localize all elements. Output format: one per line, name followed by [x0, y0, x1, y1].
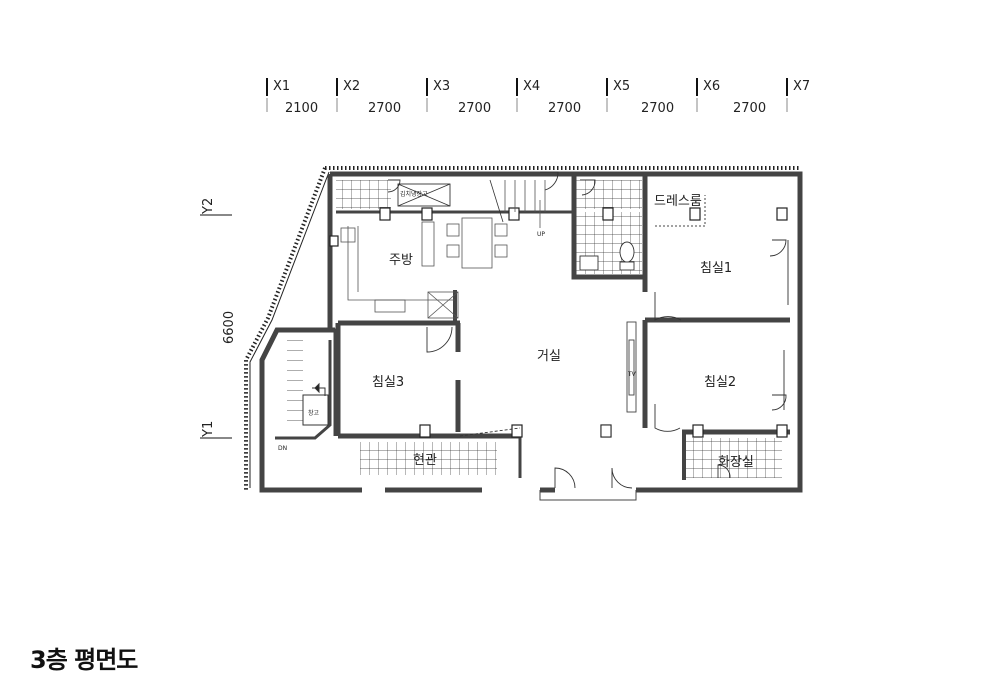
grid-span-x5-x6: 2700 [641, 101, 674, 116]
stair-storage [302, 382, 329, 426]
kimchi-fridge-label: 김치냉장고 [400, 190, 428, 198]
grid-label-x6: X6 [703, 79, 720, 94]
exterior-railing [244, 166, 800, 490]
bathroom-top-fixtures [579, 241, 635, 271]
room-dressroom: 드레스룸 [654, 194, 702, 209]
page-title: 3층 평면도 [30, 646, 138, 674]
room-living: 거실 [537, 349, 561, 364]
entrance-tile [360, 442, 497, 475]
grid-span-x3-x4: 2700 [458, 101, 491, 116]
tv-unit [626, 321, 637, 413]
grid-label-x2: X2 [343, 79, 360, 94]
grid-span-x6-x7: 2700 [733, 101, 766, 116]
tv-label: TV [627, 371, 637, 378]
stair-dn-label: DN [278, 445, 287, 452]
door-swings [387, 171, 787, 489]
room-kitchen: 주방 [389, 253, 413, 268]
grid-x-markers [266, 78, 788, 96]
room-bedroom-3: 침실3 [372, 375, 404, 390]
room-bathroom: 화장실 [718, 455, 754, 470]
stair-up-label: UP [537, 231, 545, 238]
grid-label-x7: X7 [793, 79, 810, 94]
grid-y-markers [200, 214, 232, 439]
kitchen-fixtures [340, 217, 508, 319]
grid-span-x1-x2: 2100 [285, 101, 318, 116]
grid-label-x1: X1 [273, 79, 290, 94]
grid-span-x4-x5: 2700 [548, 101, 581, 116]
grid-span-x2-x3: 2700 [368, 101, 401, 116]
utility-tile-floor [336, 180, 391, 209]
grid-label-y2: Y2 [201, 198, 216, 215]
room-bedroom-1: 침실1 [700, 261, 732, 276]
stair-treads [287, 338, 303, 428]
grid-span-y: 6600 [222, 311, 237, 344]
kimchi-fridge [397, 183, 451, 207]
grid-label-y1: Y1 [201, 421, 216, 438]
walls [259, 171, 803, 501]
grid-label-x4: X4 [523, 79, 540, 94]
stair-right [489, 179, 546, 228]
room-entrance: 현관 [413, 453, 437, 468]
grid-label-x3: X3 [433, 79, 450, 94]
room-bedroom-2: 침실2 [704, 375, 736, 390]
grid-label-x5: X5 [613, 79, 630, 94]
bathroom-tile [686, 438, 782, 478]
storage-label: 창고 [308, 409, 320, 417]
living-column [600, 424, 612, 438]
